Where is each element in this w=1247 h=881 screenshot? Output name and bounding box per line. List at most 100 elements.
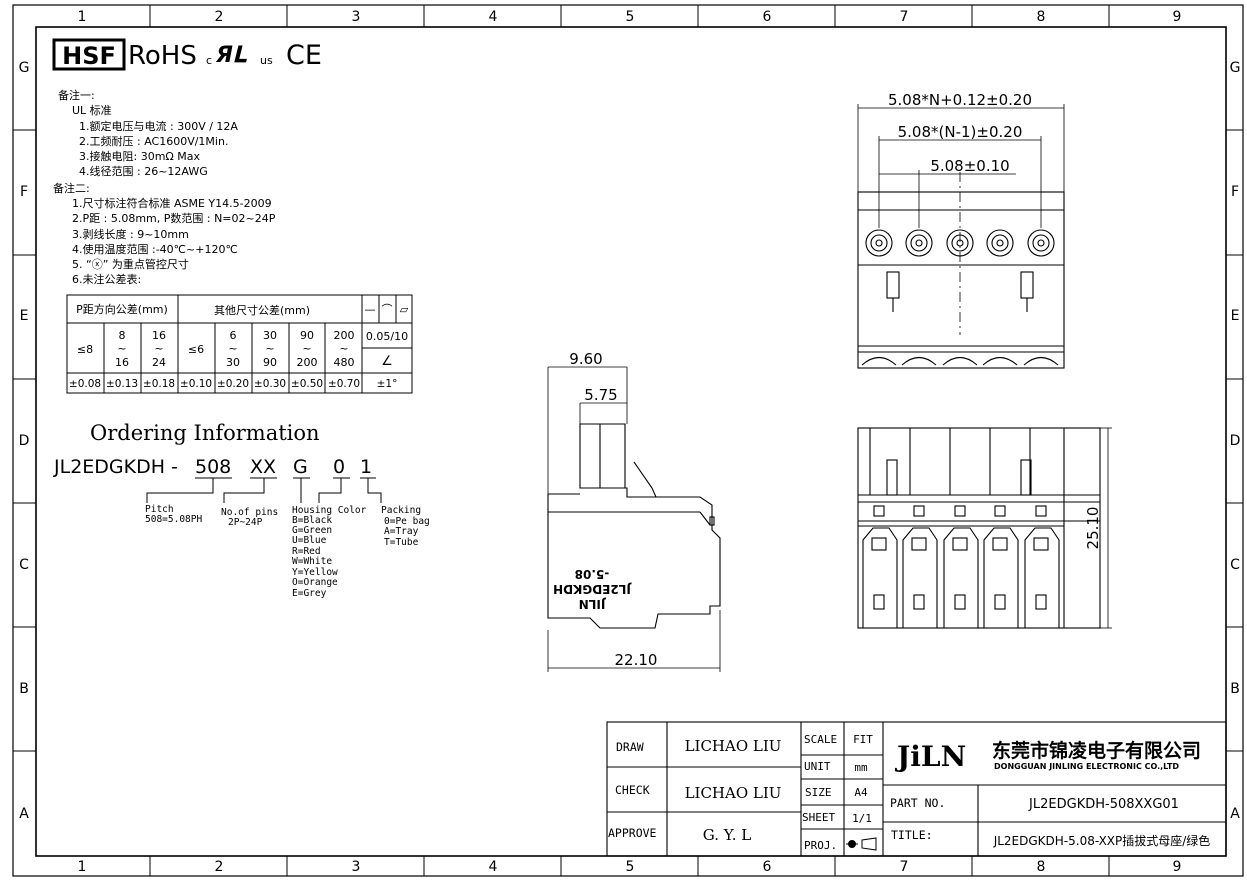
tol-angle-range: 0.05/10 <box>366 330 408 343</box>
tol-value: ±0.08 <box>69 378 101 390</box>
col-label: 2 <box>215 9 224 25</box>
ordering-info: Ordering Information JL2EDGKDH - 508 XX … <box>53 421 430 599</box>
projection-icon <box>846 837 877 851</box>
tol-value: ±0.30 <box>254 378 286 390</box>
col-label: 4 <box>489 9 498 25</box>
tol-range: 30 <box>263 329 277 342</box>
col-label: 7 <box>900 859 909 875</box>
pn-prefix: JL2EDGKDH - <box>53 456 178 478</box>
tol-value: ±0.50 <box>291 378 323 390</box>
notes-2: 备注二: 1.尺寸标注符合标准 ASME Y14.5-2009 2.P距 : 5… <box>53 181 276 286</box>
tol-value: ±0.70 <box>328 378 360 390</box>
notes2-item: 5. “ⓧ” 为重点管控尺寸 <box>72 257 189 271</box>
tol-range: 16 <box>152 329 166 342</box>
col-label: 3 <box>352 9 361 25</box>
top-view-dim-text: 5.08*N+0.12±0.20 5.08*(N-1)±0.20 5.08±0.… <box>888 91 1032 175</box>
outer-frame <box>12 4 1244 877</box>
row-label: F <box>1231 184 1239 200</box>
title-block <box>606 721 1227 857</box>
row-label: D <box>19 433 30 449</box>
row-label: G <box>19 60 30 76</box>
pitch-value: 508=5.08PH <box>145 514 202 525</box>
col-label: 2 <box>215 859 224 875</box>
scale-label: SCALE <box>804 733 837 746</box>
company-logo: JiLN <box>894 740 966 773</box>
notes1-item: 2.工频耐压 : AC1600V/1Min. <box>79 134 228 148</box>
rear-view <box>857 427 1112 629</box>
tol-range: 200 <box>334 329 355 342</box>
top-view-dims <box>857 104 1065 228</box>
title-value: JL2EDGKDH-5.08-XXP插拔式母座/绿色 <box>993 833 1211 848</box>
row-label: C <box>19 557 29 573</box>
col-label: 6 <box>763 9 772 25</box>
color-item: G=Green <box>292 525 332 536</box>
notes1-item: 1.额定电压与电流 : 300V / 12A <box>79 119 238 133</box>
col-label: 4 <box>489 859 498 875</box>
dim-side-w2: 5.75 <box>584 386 617 404</box>
approve-value: G. Y. L <box>703 826 751 844</box>
column-labels-top: 1 2 3 4 5 6 7 8 9 <box>78 9 1182 25</box>
tol-sym-arc: ⌒ <box>382 303 393 316</box>
tol-range: ~ <box>228 342 237 355</box>
tol-range: 480 <box>334 356 355 369</box>
packing-item: A=Tray <box>384 526 419 537</box>
side-marking-line: JL2EDGKDH <box>553 582 632 596</box>
tol-head-other: 其他尺寸公差(mm) <box>214 303 310 317</box>
tol-range: 8 <box>119 329 126 342</box>
notes2-item: 2.P距 : 5.08mm, P数范围 : N=02~24P <box>72 211 276 225</box>
compliance-logos: HSF RoHS c Я𝐋 us CE <box>52 38 322 71</box>
col-label: 7 <box>900 9 909 25</box>
size-value: A4 <box>854 786 868 799</box>
row-label: B <box>19 681 29 697</box>
side-view <box>547 423 721 629</box>
packing-item: 0=Pe bag <box>384 516 430 527</box>
notes-1: 备注一: UL 标准 1.额定电压与电流 : 300V / 12A 2.工频耐压… <box>58 88 238 178</box>
part-no-label: PART NO. <box>890 796 945 810</box>
row-label: E <box>1231 308 1240 324</box>
color-item: Y=Yellow <box>292 567 338 578</box>
ordering-title: Ordering Information <box>90 421 320 445</box>
col-label: 9 <box>1173 9 1182 25</box>
pitch-label: Pitch <box>145 504 174 515</box>
tol-range: 90 <box>263 356 277 369</box>
tol-value: ±1° <box>377 378 398 390</box>
tol-range: 90 <box>300 329 314 342</box>
tol-value: ±0.20 <box>217 378 249 390</box>
color-item: U=Blue <box>292 535 327 546</box>
pn-seg-color: G <box>293 456 308 478</box>
col-label: 9 <box>1173 859 1182 875</box>
col-label: 8 <box>1037 9 1046 25</box>
col-label: 8 <box>1037 859 1046 875</box>
tol-range: 24 <box>152 356 166 369</box>
tol-range: ≤8 <box>77 343 93 356</box>
row-label: G <box>1230 60 1241 76</box>
tol-range: ~ <box>339 342 348 355</box>
notes1-sub: UL 标准 <box>72 103 112 117</box>
approve-label: APPROVE <box>608 826 657 840</box>
notes2-item: 6.未注公差表: <box>72 272 141 286</box>
color-item: E=Grey <box>292 588 327 599</box>
notes2-item: 1.尺寸标注符合标准 ASME Y14.5-2009 <box>72 196 272 210</box>
part-no-value: JL2EDGKDH-508XXG01 <box>1028 797 1179 812</box>
tol-value: ±0.13 <box>106 378 138 390</box>
row-label: A <box>1230 806 1240 822</box>
tol-sym-flat: ▱ <box>400 303 409 316</box>
dim-pitch: 5.08±0.10 <box>930 157 1009 175</box>
tol-head-p: P距方向公差(mm) <box>76 302 168 316</box>
tol-range: 6 <box>230 329 237 342</box>
title-block-text: DRAW LICHAO LIU CHECK LICHAO LIU APPROVE… <box>608 733 1210 852</box>
col-label: 1 <box>78 9 87 25</box>
tolerance-table <box>66 294 413 394</box>
hsf-logo-box <box>52 38 126 71</box>
scale-value: FIT <box>853 733 873 746</box>
check-value: LICHAO LIU <box>685 784 782 802</box>
tol-range: ~ <box>265 342 274 355</box>
notes1-title: 备注一: <box>58 88 95 102</box>
row-label: E <box>20 308 29 324</box>
rear-view-contacts <box>862 505 1060 628</box>
side-marking-line: JILN <box>579 597 607 611</box>
company-name-cn: 东莞市锦凌电子有限公司 <box>992 739 1201 762</box>
company-name-en: DONGGUAN JINLING ELECTRONIC CO.,LTD <box>994 762 1179 771</box>
pins-label: No.of pins <box>221 507 278 518</box>
